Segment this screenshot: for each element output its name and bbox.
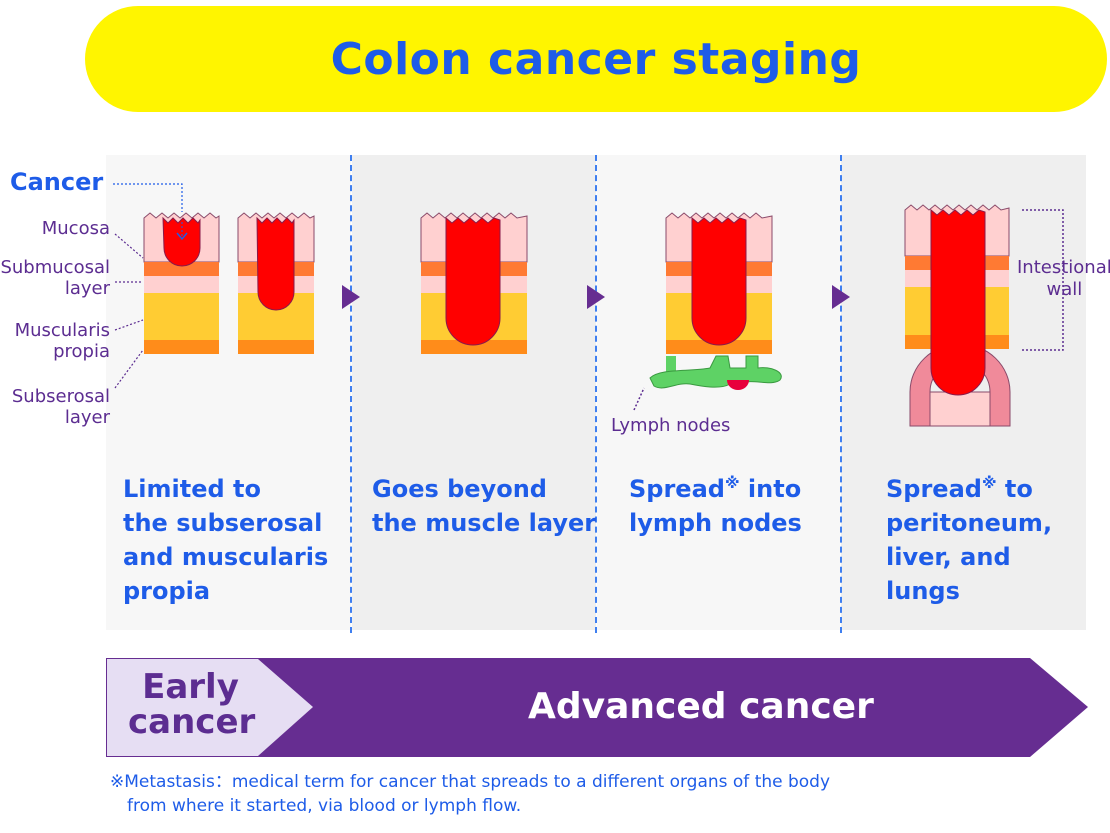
stage-divider <box>840 155 842 633</box>
wall-block-stage3 <box>633 212 782 411</box>
stage-arrow-3 <box>832 285 850 309</box>
wall-block-stage1b <box>237 212 315 354</box>
stage-divider <box>350 155 352 633</box>
wall-block-stage4 <box>904 204 1064 427</box>
wall-block-stage2 <box>420 212 528 354</box>
early-bar <box>107 659 313 756</box>
cancer-label: Cancer <box>10 168 104 196</box>
stage-3-description: Spread※ into lymph nodes <box>629 474 802 537</box>
stage-4-description: Spread※ to peritoneum, liver, and lungs <box>886 474 1053 605</box>
early-cancer-label: Early cancer <box>128 667 256 742</box>
lymph-nodes-label: Lymph nodes <box>611 415 731 436</box>
advanced-cancer-label: Advanced cancer <box>528 686 874 727</box>
footnote: ※Metastasis：medical term for cancer that… <box>110 772 831 816</box>
advanced-bar <box>106 658 1088 757</box>
stage-divider <box>595 155 597 633</box>
page-title: Colon cancer staging <box>330 33 862 85</box>
stage-1-description: Limited to the subserosal and muscularis… <box>123 475 329 605</box>
mucosa-label: Mucosa <box>41 218 110 239</box>
stage-2-description: Goes beyond the muscle layer <box>372 475 597 537</box>
stage-arrow-2 <box>587 285 605 309</box>
wall-block-stage1a <box>143 212 220 354</box>
stage-arrow-1 <box>342 285 360 309</box>
title-banner: Colon cancer staging <box>85 6 1107 112</box>
